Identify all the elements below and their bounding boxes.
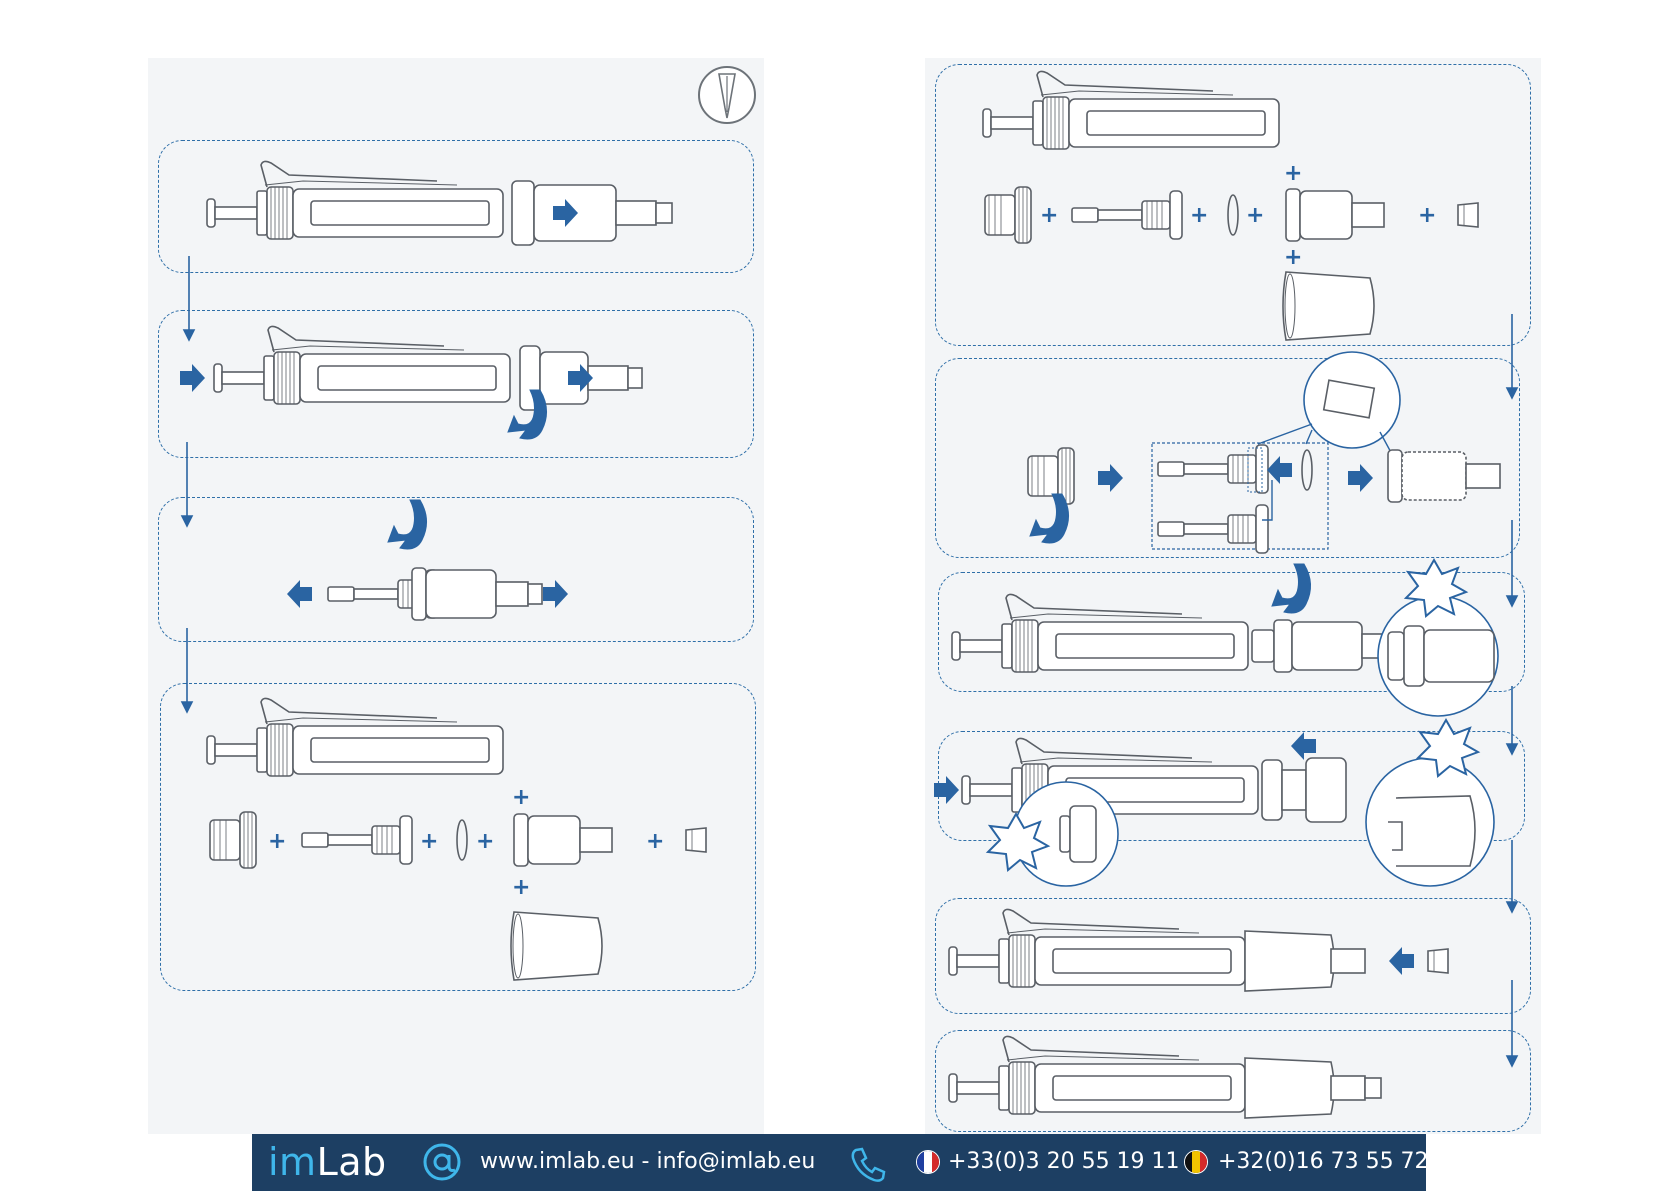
step-box-right-1 — [935, 64, 1531, 346]
step-box-left-1 — [158, 140, 754, 273]
step-box-right-3 — [938, 572, 1525, 692]
step-box-right-4 — [938, 731, 1525, 841]
at-icon — [420, 1140, 464, 1184]
phone-belgium[interactable]: +32(0)16 73 55 72 — [1218, 1149, 1429, 1174]
phone-icon — [848, 1144, 888, 1184]
step-box-right-5 — [935, 898, 1531, 1014]
phone-france[interactable]: +33(0)3 20 55 19 11 — [948, 1149, 1180, 1174]
brand-logo: imLab — [268, 1140, 387, 1184]
step-box-left-3 — [158, 497, 754, 642]
contact-email-web[interactable]: www.imlab.eu - info@imlab.eu — [480, 1149, 815, 1174]
footer-bar: imLab www.imlab.eu - info@imlab.eu +33(0… — [252, 1134, 1426, 1191]
step-box-left-4 — [160, 683, 756, 991]
step-box-right-6 — [935, 1030, 1531, 1132]
step-box-left-2 — [158, 310, 754, 458]
flag-belgium-icon — [1184, 1150, 1208, 1174]
flag-france-icon — [916, 1150, 940, 1174]
step-box-right-2 — [935, 358, 1520, 558]
